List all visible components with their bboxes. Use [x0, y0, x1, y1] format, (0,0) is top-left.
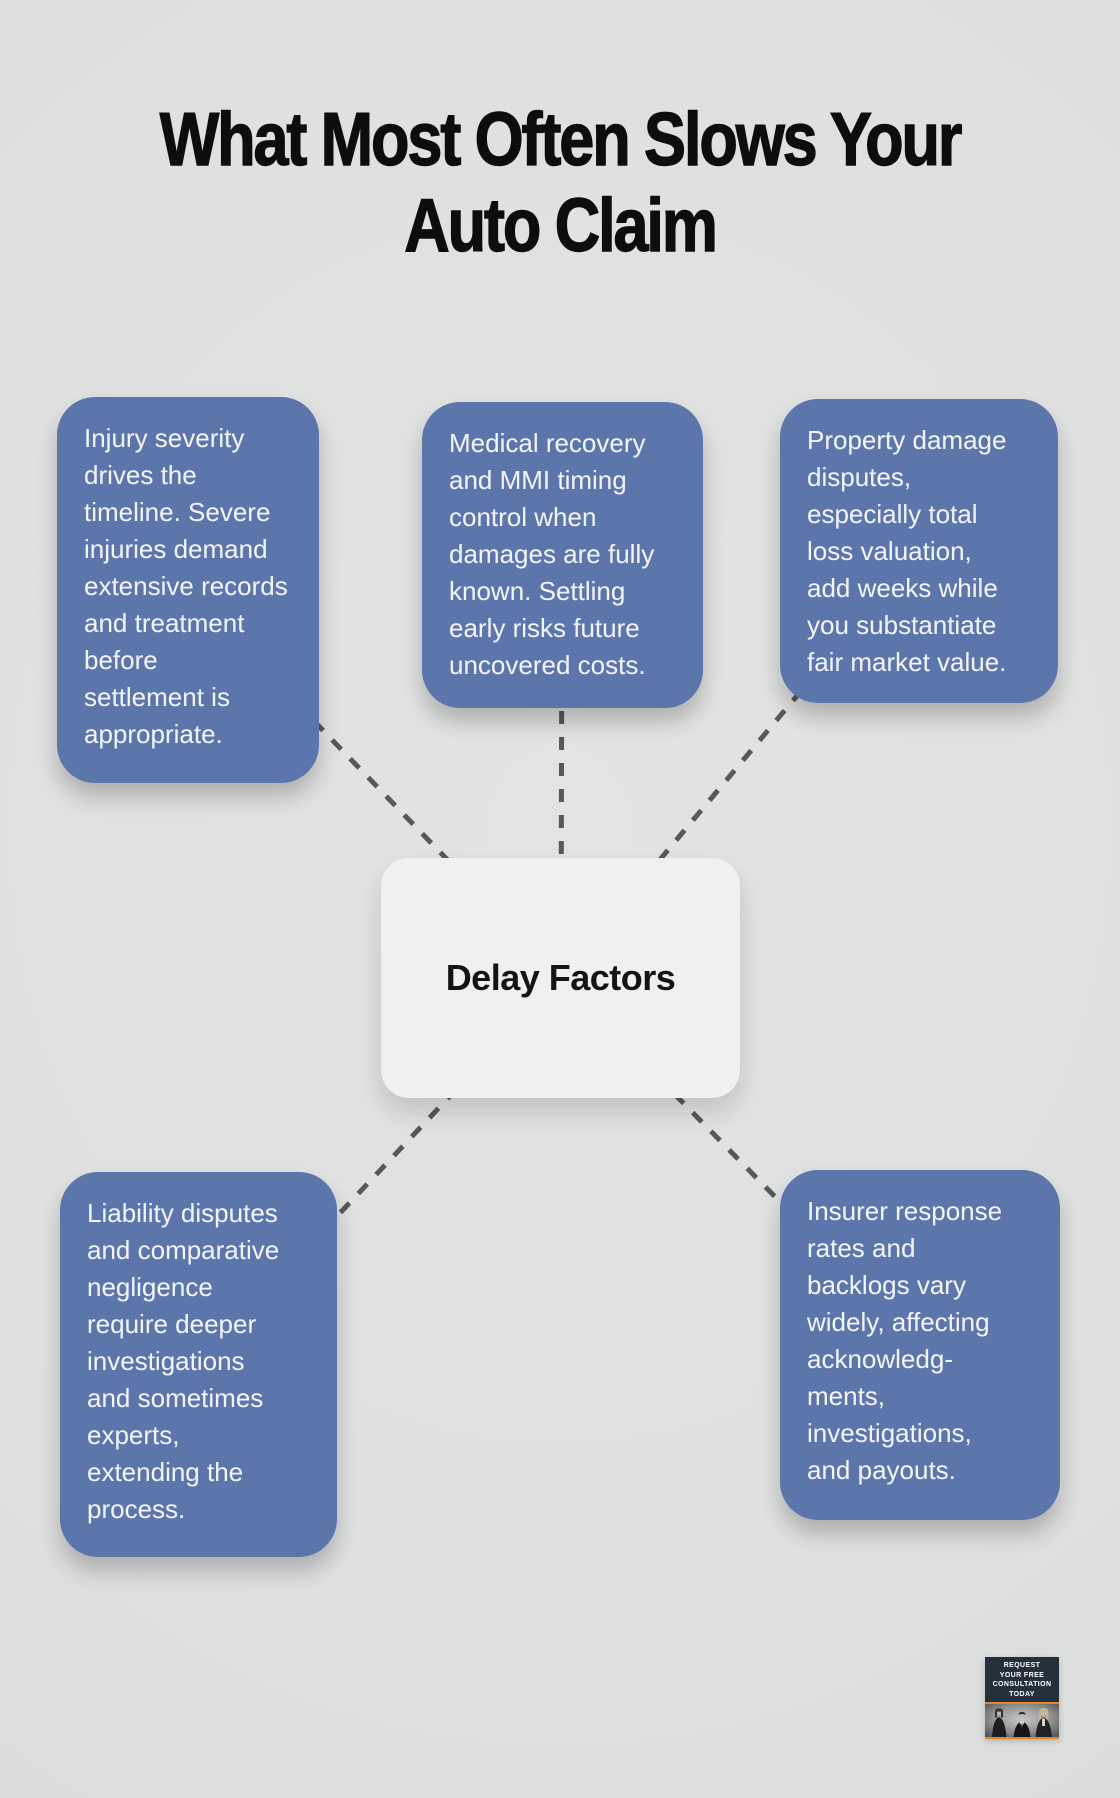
consultation-badge[interactable]: REQUEST YOUR FREE CONSULTATION TODAY: [985, 1657, 1059, 1739]
center-node: Delay Factors: [381, 858, 740, 1098]
factor-card-injury-severity: Injury severity drives the timeline. Sev…: [57, 397, 319, 783]
factor-card-insurer-response: Insurer response rates and backlogs vary…: [780, 1170, 1060, 1520]
factor-card-medical-recovery: Medical recovery and MMI timing control …: [422, 402, 703, 708]
factor-text-injury-severity: Injury severity drives the timeline. Sev…: [84, 423, 288, 749]
page-title: What Most Often Slows Your Auto Claim: [159, 96, 963, 267]
connector-medical-recovery: [558, 554, 565, 979]
factor-text-insurer-response: Insurer response rates and backlogs vary…: [807, 1196, 1003, 1485]
factor-card-property-damage: Property damage disputes, especially tot…: [780, 399, 1058, 703]
factor-card-liability-disputes: Liability disputes and comparative negli…: [60, 1172, 337, 1557]
badge-divider-top: [985, 1702, 1059, 1704]
factor-text-liability-disputes: Liability disputes and comparative negli…: [87, 1198, 280, 1524]
badge-divider-bottom: [985, 1737, 1059, 1739]
factor-text-property-damage: Property damage disputes, especially tot…: [807, 425, 1007, 677]
consultation-cta-text: REQUEST YOUR FREE CONSULTATION TODAY: [985, 1657, 1059, 1702]
attorneys-photo: [985, 1704, 1059, 1737]
factor-text-medical-recovery: Medical recovery and MMI timing control …: [449, 428, 655, 680]
center-node-label: Delay Factors: [445, 957, 676, 998]
